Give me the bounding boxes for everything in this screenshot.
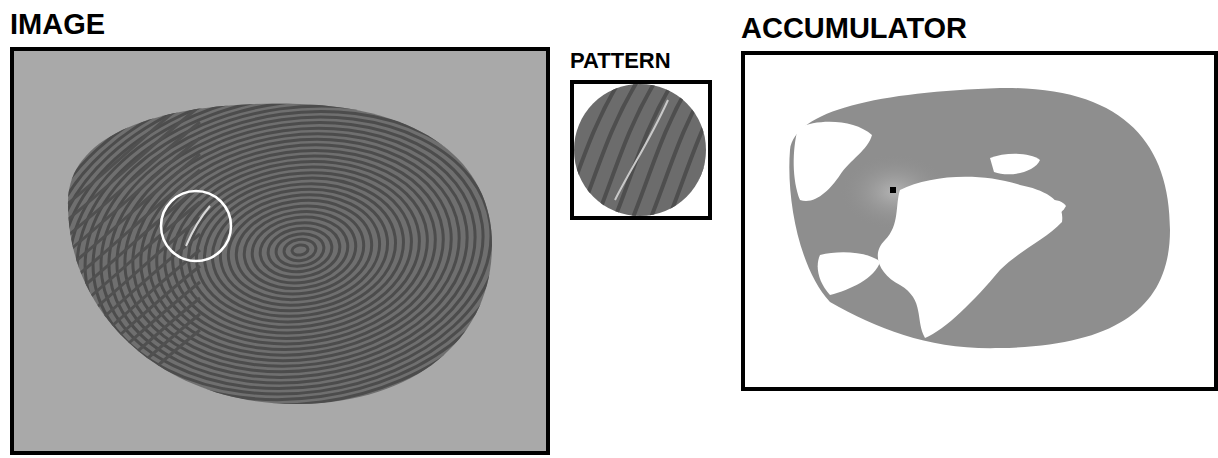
panel-frame <box>570 80 712 220</box>
ridge <box>60 282 200 402</box>
accumulator-peak <box>890 187 896 193</box>
image-panel: PATTERN <box>570 50 712 220</box>
panel-frame <box>741 51 1218 391</box>
minutia <box>186 206 210 246</box>
ridge <box>560 80 620 220</box>
panel-heading: ACCUMULATOR <box>741 14 1218 43</box>
accumulator-holes <box>794 122 1066 338</box>
ridge <box>31 47 569 453</box>
fingerprint-ridges <box>5 27 596 458</box>
panel-frame <box>10 47 550 455</box>
ridge <box>686 80 746 220</box>
ridge <box>5 27 596 458</box>
ridge <box>614 80 674 220</box>
ridge <box>13 34 586 458</box>
ridge <box>60 106 200 226</box>
ridge <box>60 138 200 258</box>
ridge <box>60 314 200 434</box>
ridge <box>144 132 457 367</box>
ridge <box>57 67 543 433</box>
ridge <box>60 122 200 242</box>
match-circle <box>161 191 231 261</box>
ridge <box>22 41 578 458</box>
ridge <box>60 234 200 354</box>
ridge <box>231 198 370 302</box>
ridge <box>60 186 200 306</box>
ridge <box>60 218 200 338</box>
ridge <box>668 80 728 220</box>
ridge <box>39 54 560 447</box>
ridge <box>239 205 360 296</box>
ridge <box>650 80 710 220</box>
ridge <box>596 80 656 220</box>
ridge <box>632 80 692 220</box>
image-panel: ACCUMULATOR <box>741 14 1218 391</box>
ridge <box>60 266 200 386</box>
ridge <box>704 80 764 220</box>
accumulator-map <box>789 88 1170 348</box>
image-ground <box>12 50 547 454</box>
ridge <box>291 244 308 256</box>
panel-heading: IMAGE <box>10 10 550 39</box>
ridge <box>135 126 465 374</box>
ridge <box>722 80 782 220</box>
ridge <box>92 93 509 407</box>
ridge <box>60 330 200 450</box>
image-panel: IMAGE <box>10 10 550 455</box>
ridge <box>60 90 200 210</box>
minutia <box>615 100 668 200</box>
ridge <box>274 231 326 269</box>
ridge <box>60 170 200 290</box>
ridge <box>578 80 638 220</box>
ridge <box>60 250 200 370</box>
ridge <box>60 298 200 418</box>
ridge <box>60 202 200 322</box>
pattern-ridges <box>560 80 782 220</box>
ridge <box>48 60 552 439</box>
panel-heading: PATTERN <box>570 50 712 72</box>
ridge <box>222 191 378 308</box>
ridge <box>283 237 318 262</box>
